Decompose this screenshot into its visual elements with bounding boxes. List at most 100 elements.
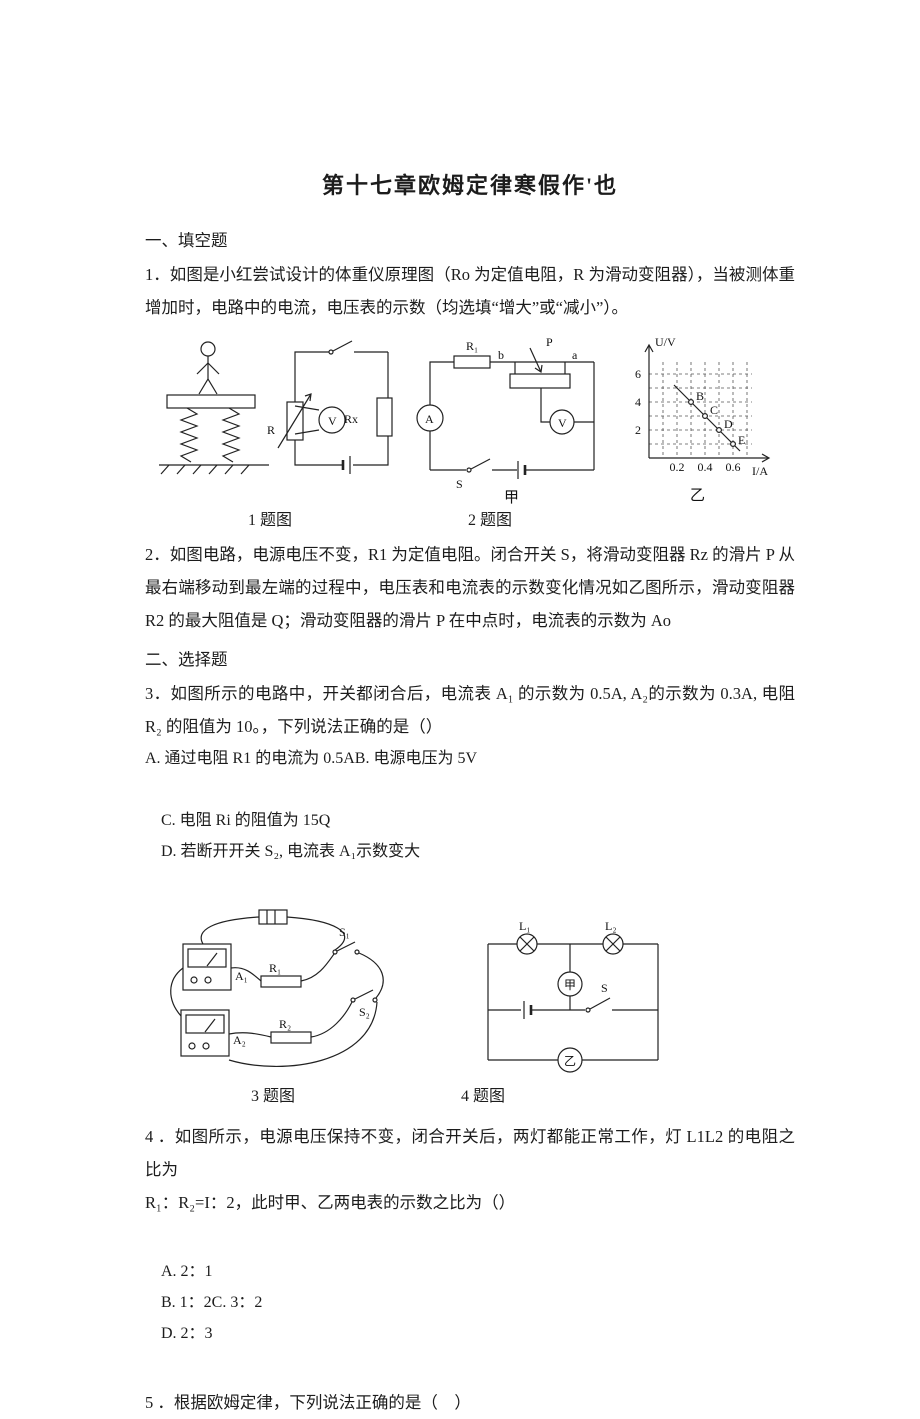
voltmeter-label: V (328, 414, 337, 428)
figure-3-meters-circuit: A₁ A₂ R₁ R₂ S₁ (170, 909, 384, 1068)
section-fill-in-blank: 一、填空题 (145, 231, 228, 250)
figure-3-caption: 3 题图 (250, 1088, 296, 1105)
question-4-option-bc: B. 1：2C. 3：2 (161, 1294, 263, 1311)
figure-row-2: A₁ A₂ R₁ R₂ S₁ (163, 904, 795, 1082)
question-3-option-c: C. 电阻 Ri 的阻值为 15Q (161, 812, 331, 829)
spring-right (221, 407, 241, 463)
meter-a2-label: A₂ (233, 1033, 246, 1047)
figure-4-caption: 4 题图 (460, 1088, 506, 1105)
resistor-r2-label2: R₂ (279, 1017, 291, 1031)
point-c (701, 412, 708, 419)
rheostat-r2 (509, 373, 571, 389)
terminal-b-label: b (498, 348, 504, 362)
question-3-text: 3．如图所示的电路中，开关都闭合后，电流表 A₁ 的示数为 0.5A, A₂的示… (145, 684, 800, 736)
figure-1-weight-scale-circuit: V R Rx (159, 340, 393, 475)
tick-6: 6 (635, 367, 641, 381)
figure-2-graph-yi: U/V I/A 6 4 2 0.2 0.4 0.6 B C D E 乙 (635, 335, 771, 504)
rheostat-arrowhead (304, 393, 312, 402)
tick-0-4: 0.4 (698, 460, 713, 474)
section-multiple-choice: 二、选择题 (145, 650, 228, 669)
rheostat-arrow (277, 393, 312, 449)
point-b (687, 398, 694, 405)
rheostat-r (286, 401, 304, 441)
tick-2: 2 (635, 423, 641, 437)
switch-s2 (350, 989, 378, 1003)
switch-s2-label: S₂ (359, 1005, 370, 1019)
meter-a2 (180, 1009, 230, 1057)
point-d-label: D (724, 417, 733, 431)
switch4-blade (589, 997, 611, 1010)
tick-0-2: 0.2 (670, 460, 685, 474)
point-c-label: C (710, 403, 718, 417)
tick-0-6: 0.6 (726, 460, 741, 474)
question-2-text: 2．如图电路，电源电压不变，R1 为定值电阻。闭合开关 S，将滑动变阻器 Rz … (145, 545, 800, 630)
switch-s-blade (470, 458, 491, 470)
caption-row-2: 3 题图 4 题图 (145, 1082, 795, 1114)
switch-contact (328, 349, 334, 355)
grid-lines (649, 362, 752, 458)
rheostat-label: R (267, 423, 275, 437)
question-4-option-a: A. 2：1 (161, 1263, 213, 1280)
terminal-a-label: a (572, 348, 578, 362)
switch-s-label: S (456, 477, 463, 491)
question-3-option-d: D. 若断开开关 S₂, 电流表 A₁示数变大 (161, 843, 421, 860)
page-title: 第十七章欧姆定律寒假作'也 (321, 173, 619, 198)
meter-a1 (182, 943, 232, 991)
slider-arrow (529, 347, 542, 373)
figure-4-lamps-circuit: L₁ L₂ 甲 (487, 922, 659, 1073)
meter-jia-label: 甲 (564, 978, 576, 992)
worksheet-page: 第十七章欧姆定律寒假作'也 一、填空题 1．如图是小红尝试设计的体重仪原理图（R… (145, 168, 795, 1419)
figure-2-caption: 2 题图 (467, 512, 513, 529)
switch-blade (332, 340, 353, 352)
resistor-rx (376, 397, 393, 437)
lamp-l1-label: L₁ (519, 922, 531, 933)
spring-left (179, 407, 199, 463)
meter-yi-label: 乙 (564, 1054, 576, 1068)
tick-4: 4 (635, 395, 641, 409)
switch-s1-label: S₁ (339, 925, 350, 939)
question-4-options: A. 2：1 B. 1：2C. 3：2 D. 2：3 (145, 1225, 795, 1380)
question-4-option-d: D. 2：3 (161, 1325, 213, 1342)
question-3-options-ab: A. 通过电阻 R1 的电流为 0.5AB. 电源电压为 5V (145, 750, 478, 767)
lamp-l2-label: L₂ (605, 922, 617, 933)
uv-ia-graph: U/V I/A 6 4 2 0.2 0.4 0.6 B C D E 乙 (635, 335, 771, 504)
ammeter-label: A (425, 412, 434, 426)
circuit-2: R₁ b a P A V (416, 335, 595, 506)
figure-1-caption: 1 题图 (247, 512, 293, 529)
meter-a1-label: A₁ (235, 969, 248, 983)
voltmeter-circle (318, 406, 346, 434)
lamp-l1 (516, 933, 538, 955)
caption-row-1: 1 题图 2 题图 (145, 506, 795, 538)
y-axis-arrow (644, 343, 654, 353)
battery-pack (258, 909, 288, 925)
resistor-r2-box (270, 1031, 312, 1044)
question-3-options-cd: C. 电阻 Ri 的阻值为 15Q D. 若断开开关 S₂, 电流表 A₁示数变… (145, 774, 795, 898)
jia-caption: 甲 (504, 490, 519, 506)
switch4-contact (585, 1007, 591, 1013)
point-b-label: B (696, 389, 704, 403)
point-e-label: E (738, 433, 745, 447)
resistor-r1 (453, 355, 491, 369)
question-4-line-1: 4 ．如图所示，电源电压保持不变，闭合开关后，两灯都能正常工作，灯 L1L2 的… (145, 1127, 795, 1179)
question-5-text: 5 ．根据欧姆定律，下列说法正确的是（ ） (145, 1393, 471, 1412)
question-1-text: 1．如图是小红尝试设计的体重仪原理图（Ro 为定值电阻，R 为滑动变阻器），当被… (145, 265, 795, 317)
resistor-r1-label2: R₁ (269, 961, 281, 975)
voltmeter2-label: V (558, 416, 567, 430)
question-4-line-2: R₁：R₂=I：2，此时甲、乙两电表的示数之比为（） (145, 1193, 516, 1212)
point-d (715, 426, 722, 433)
connecting-wires (170, 916, 384, 1068)
slider-p-label: P (546, 335, 553, 349)
point-e (729, 440, 736, 447)
yi-caption: 乙 (690, 488, 705, 504)
resistor-r1-box (260, 975, 302, 988)
figure-row-1: V R Rx R₁ b a P A (145, 332, 795, 506)
slider-arrowhead (534, 364, 543, 374)
x-axis-arrow (761, 453, 771, 463)
person-figure (196, 341, 220, 395)
ground-hatch (159, 464, 269, 475)
circuit-4: L₁ L₂ 甲 (487, 922, 659, 1073)
scale-platform (166, 394, 256, 409)
figure-2-circuit-jia: R₁ b a P A V (416, 335, 595, 506)
y-axis-label: U/V (655, 335, 676, 349)
resistor-rx-label: Rx (344, 412, 358, 426)
